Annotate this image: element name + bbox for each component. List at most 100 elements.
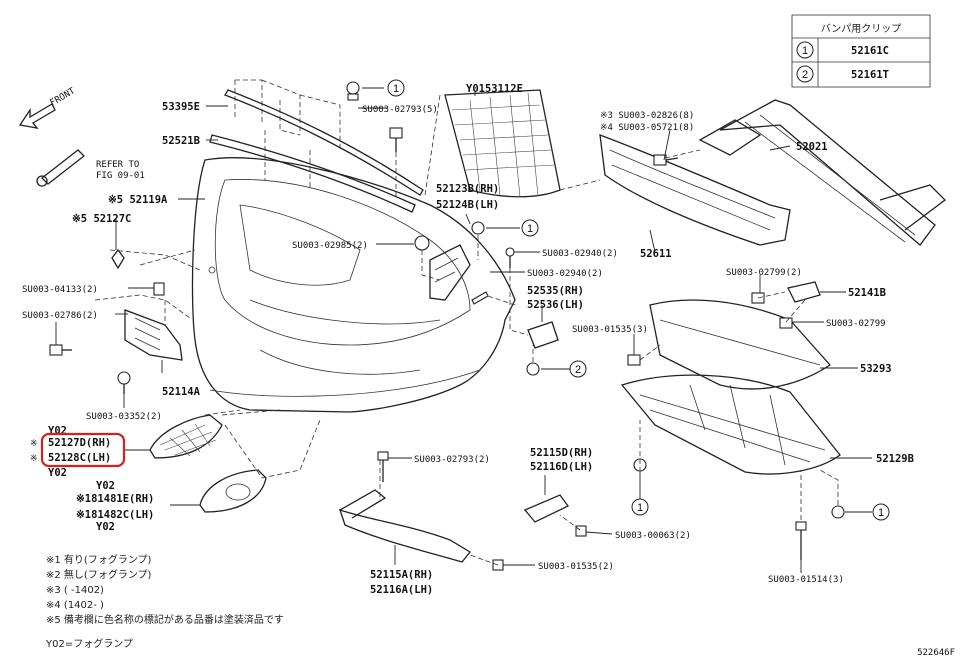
callout-1d-text: 1 xyxy=(878,507,884,519)
leader-lines xyxy=(55,87,872,573)
front-label: FRONT xyxy=(49,86,78,108)
label-52521B: 52521B xyxy=(162,135,200,147)
clip-02985-icon xyxy=(414,235,430,251)
label-mark-52127D: ※ xyxy=(30,439,38,449)
clip-52129B-right-icon xyxy=(831,505,845,519)
bolt-01535a-icon xyxy=(627,354,641,366)
under-cover-53293 xyxy=(649,299,831,390)
front-arrow-icon xyxy=(18,103,56,129)
label-y02-a: Y02 xyxy=(48,425,67,437)
legend-header: バンパ用クリップ xyxy=(821,23,902,35)
label-y02-d: Y02 xyxy=(96,521,115,533)
label-su02826: ※3 SU003-02826(8) xyxy=(600,111,694,121)
callout-1b: 1 xyxy=(521,219,539,237)
callout-2-text: 2 xyxy=(575,364,581,376)
clip-legend-table: バンパ用クリップ 1 52161C 2 52161T xyxy=(791,14,931,88)
label-52115A: 52115A(RH) xyxy=(370,569,433,581)
bumper-cover-drawing xyxy=(191,157,516,413)
upper-grille-mesh xyxy=(444,89,561,198)
clip-52127C-icon xyxy=(111,248,125,270)
callout-1c-text: 1 xyxy=(637,502,643,514)
label-52124B: 52124B(LH) xyxy=(436,199,499,211)
note-2: ※2 無し(フォグランプ) xyxy=(46,568,152,581)
label-52123B: 52123B(RH) xyxy=(436,183,499,195)
bumper-upper-strips xyxy=(209,89,424,213)
bolt-03352-icon xyxy=(117,371,131,394)
bracket-52123B xyxy=(429,244,471,301)
note-1: ※1 有り(フォグランプ) xyxy=(46,553,152,566)
label-52535: 52535(RH) xyxy=(527,285,584,297)
callout-1a: 1 xyxy=(387,79,405,97)
bolt-02786-icon xyxy=(49,344,72,356)
callout-2: 2 xyxy=(569,360,587,378)
label-su05721: ※4 SU003-05721(8) xyxy=(600,123,694,133)
bracket-52115D xyxy=(523,494,569,523)
label-y02-c: Y02 xyxy=(96,480,115,492)
label-52021: 52021 xyxy=(796,141,828,153)
bolt-02799b-icon xyxy=(779,317,793,329)
reinforcement-52611 xyxy=(599,134,791,246)
label-52128C: 52128C(LH) xyxy=(48,452,111,464)
label-su01535b: SU003-01535(2) xyxy=(538,562,614,572)
fog-grille-drawing xyxy=(149,414,223,459)
footnotes: ※1 有り(フォグランプ) ※2 無し(フォグランプ) ※3 ( -1402) … xyxy=(45,553,284,650)
bracket-52535 xyxy=(527,321,559,349)
guide-dashes xyxy=(94,94,839,566)
lower-cover-52129B xyxy=(620,374,841,475)
refer-line1: REFER TO xyxy=(96,160,139,170)
label-su02799b: SU003-02799 xyxy=(826,319,886,329)
clip-52123B-top-icon xyxy=(471,221,485,235)
bolt-02826-icon xyxy=(653,154,679,166)
clip-top-icon xyxy=(346,81,360,101)
label-52115D: 52115D(RH) xyxy=(530,447,593,459)
label-su02786: SU003-02786(2) xyxy=(22,311,98,321)
label-53293: 53293 xyxy=(860,363,892,375)
callout-1c: 1 xyxy=(631,498,649,516)
label-53395E: 53395E xyxy=(162,101,200,113)
fog-cover-drawing xyxy=(199,469,267,513)
legend-part-2: 52161T xyxy=(851,69,889,81)
bracket-52141B xyxy=(787,281,821,303)
label-y0153112E: Y0153112E xyxy=(466,83,523,95)
note-4: ※4 (1402- ) xyxy=(46,600,104,611)
legend-part-1: 52161C xyxy=(851,45,889,57)
label-su00063: SU003-00063(2) xyxy=(615,531,691,541)
label-52127D: 52127D(RH) xyxy=(48,437,111,449)
label-52129B: 52129B xyxy=(876,453,914,465)
label-52119A: ※5 52119A xyxy=(108,194,168,206)
clip-04133-icon xyxy=(153,282,165,296)
bolt-01514-icon xyxy=(795,521,807,560)
label-52116A: 52116A(LH) xyxy=(370,584,433,596)
label-52536: 52536(LH) xyxy=(527,299,584,311)
highlight-fog-grille-parts xyxy=(40,432,126,468)
note-6: Y02=フォグランプ xyxy=(45,637,133,650)
label-52116D: 52116D(LH) xyxy=(530,461,593,473)
label-y02-b: Y02 xyxy=(48,467,67,479)
side-retainer-52114A xyxy=(124,309,183,361)
label-su01514: SU003-01514(3) xyxy=(768,575,844,585)
label-su03352: SU003-03352(2) xyxy=(86,412,162,422)
note-3: ※3 ( -1402) xyxy=(46,585,104,596)
bolt-02793-icon xyxy=(389,127,403,152)
legend-mark-1: 1 xyxy=(802,45,808,57)
label-52114A: 52114A xyxy=(162,386,201,398)
label-su01535a: SU003-01535(3) xyxy=(572,325,648,335)
callout-1a-text: 1 xyxy=(393,83,399,95)
refer-line2: FIG 09-01 xyxy=(96,171,145,181)
label-su02793b: SU003-02793(2) xyxy=(414,455,490,465)
label-su02793a: SU003-02793(5) xyxy=(362,105,438,115)
label-81481E: ※181481E(RH) xyxy=(76,493,154,505)
label-su02799a: SU003-02799(2) xyxy=(726,268,802,278)
tow-hook-icon xyxy=(36,149,85,187)
label-su04133: SU003-04133(2) xyxy=(22,285,98,295)
absorber-52021 xyxy=(698,99,946,246)
bolt-02793b-icon xyxy=(377,451,389,482)
label-mark-52128C: ※ xyxy=(30,454,38,464)
label-su02940a: SU003-02940(2) xyxy=(542,249,618,259)
label-52611: 52611 xyxy=(640,248,672,260)
callout-1b-text: 1 xyxy=(527,223,533,235)
bracket-52115A xyxy=(338,489,471,563)
note-5: ※5 備考欄に色名称の標記がある品番は塗装済品です xyxy=(46,613,284,626)
guide-dashes-top xyxy=(234,79,341,150)
